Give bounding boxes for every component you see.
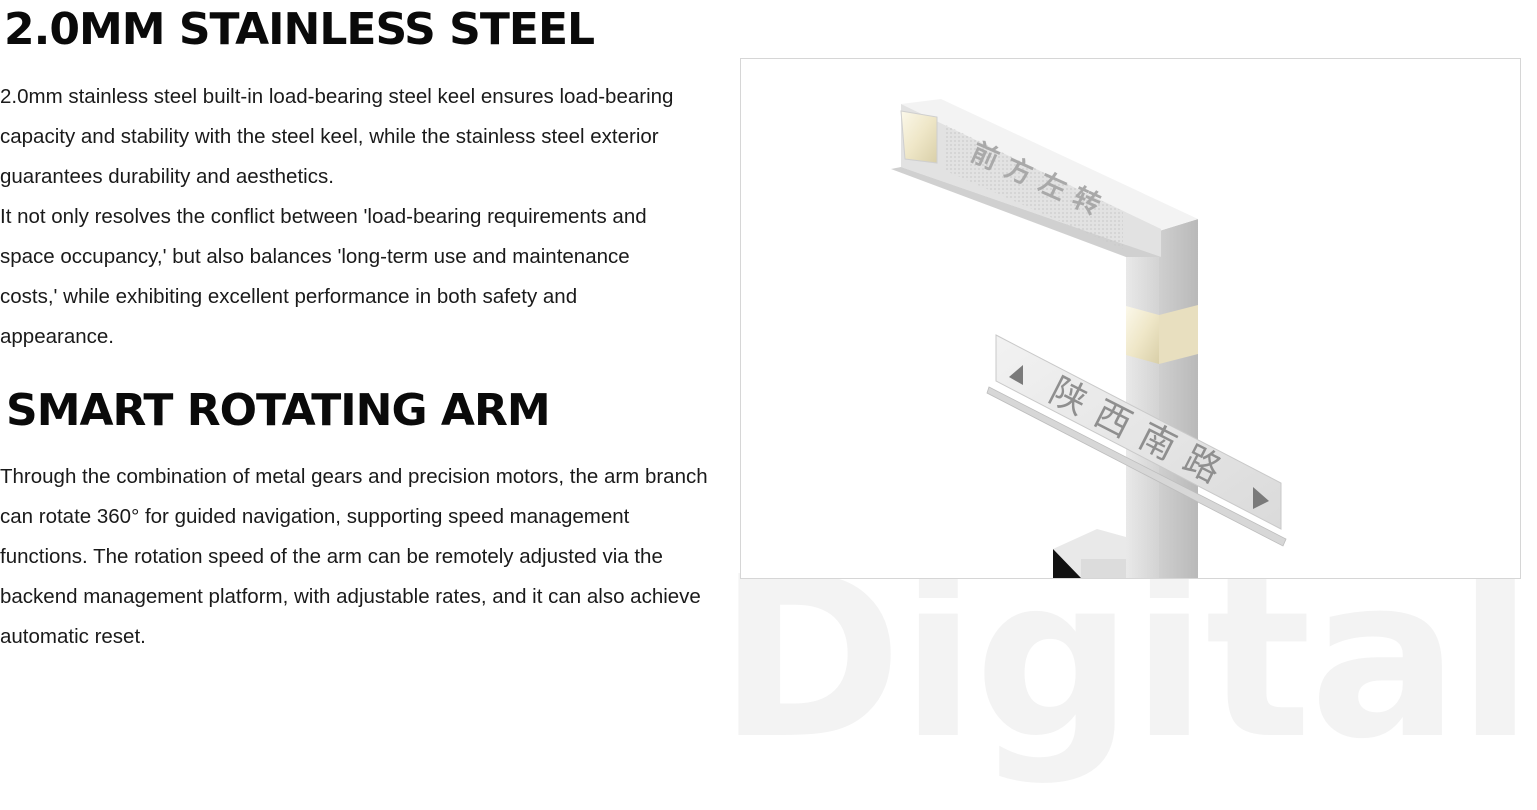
stainless-steel-paragraph-1: 2.0mm stainless steel built-in load-bear…	[0, 85, 674, 188]
rotating-arm-paragraph-1: Through the combination of metal gears a…	[0, 465, 708, 648]
base-housing-side	[1081, 559, 1126, 578]
rotating-arm-description: Through the combination of metal gears a…	[0, 457, 716, 657]
pole-front	[1126, 221, 1159, 578]
street-sign-ledge	[986, 386, 1287, 547]
stainless-steel-description: 2.0mm stainless steel built-in load-bear…	[0, 77, 690, 357]
signpost-illustration: 前方左转 陕西南路	[891, 99, 1287, 578]
arm-end-light	[900, 110, 938, 164]
section-title-smart-rotating-arm: SMART ROTATING ARM	[6, 385, 551, 436]
stainless-steel-paragraph-2: It not only resolves the conflict betwee…	[0, 205, 647, 348]
pole-light-front	[1126, 306, 1159, 364]
top-arm-display	[946, 125, 1123, 249]
section-title-stainless-steel: 2.0MM STAINLESS STEEL	[4, 4, 595, 55]
product-image: 前方左转 陕西南路	[740, 58, 1521, 579]
pole-side	[1159, 219, 1198, 578]
street-sign-left-arrow	[1009, 365, 1023, 385]
pole-light-side	[1159, 305, 1198, 364]
street-sign-right-arrow	[1253, 487, 1269, 509]
street-sign-face	[995, 334, 1282, 530]
top-arm-top	[901, 99, 1198, 229]
base-housing-dark	[1053, 549, 1081, 578]
digital-watermark: Digital	[718, 530, 1533, 788]
